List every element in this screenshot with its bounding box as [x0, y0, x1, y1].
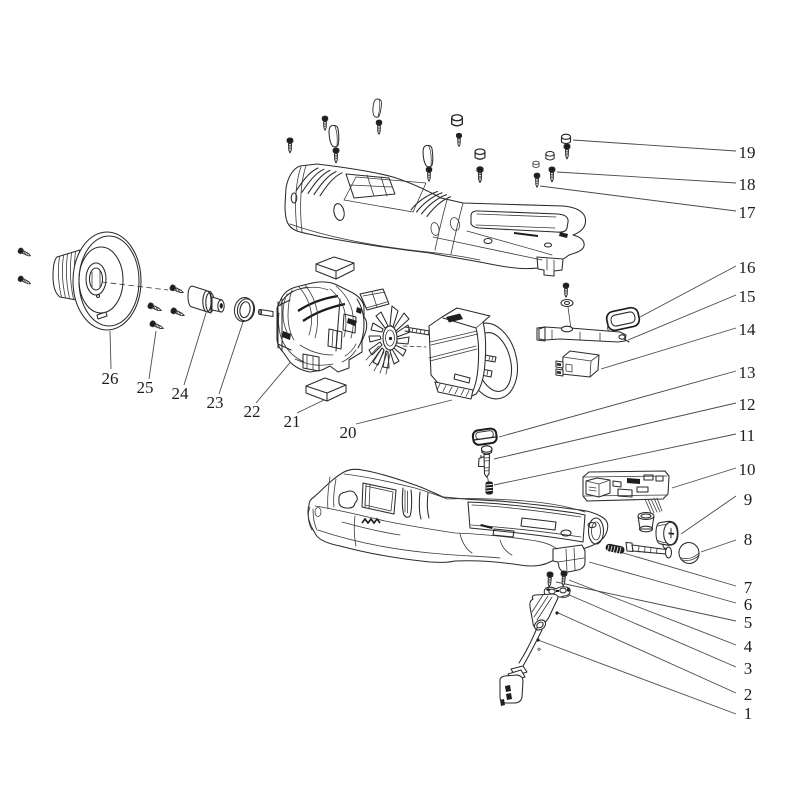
svg-text:12: 12: [739, 395, 756, 414]
svg-text:14: 14: [739, 320, 757, 339]
svg-text:13: 13: [739, 363, 756, 382]
svg-text:15: 15: [739, 287, 756, 306]
svg-text:25: 25: [137, 378, 154, 397]
svg-text:22: 22: [244, 402, 261, 421]
svg-text:21: 21: [284, 412, 301, 431]
svg-text:7: 7: [744, 578, 753, 597]
svg-text:5: 5: [744, 613, 753, 632]
svg-text:6: 6: [744, 595, 753, 614]
svg-text:18: 18: [739, 175, 756, 194]
svg-text:20: 20: [340, 423, 357, 442]
svg-text:1: 1: [744, 704, 753, 723]
svg-text:19: 19: [739, 143, 756, 162]
svg-text:11: 11: [739, 426, 755, 445]
svg-text:24: 24: [172, 384, 190, 403]
svg-text:17: 17: [739, 203, 757, 222]
svg-text:3: 3: [744, 659, 753, 678]
svg-text:26: 26: [102, 369, 119, 388]
svg-text:2: 2: [744, 685, 753, 704]
svg-text:16: 16: [739, 258, 756, 277]
svg-text:10: 10: [739, 460, 756, 479]
svg-text:23: 23: [207, 393, 224, 412]
svg-text:9: 9: [744, 490, 753, 509]
svg-text:4: 4: [744, 637, 753, 656]
svg-text:8: 8: [744, 530, 753, 549]
